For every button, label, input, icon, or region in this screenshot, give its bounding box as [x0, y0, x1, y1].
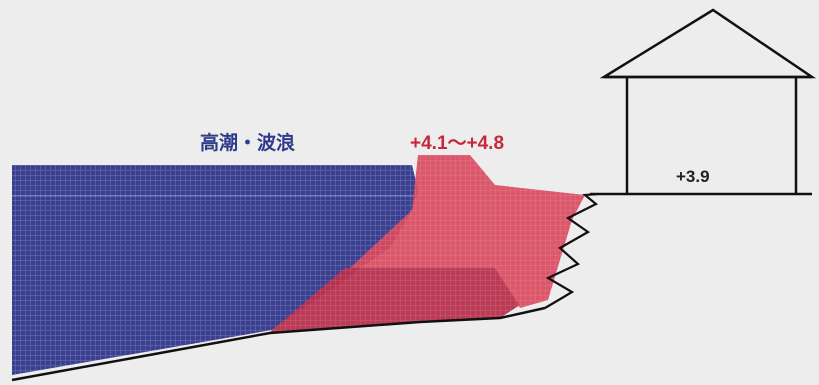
wave-runup-lower — [270, 268, 520, 332]
house-icon — [599, 8, 817, 194]
house-elevation-label: +3.9 — [676, 167, 710, 186]
sea-water — [12, 165, 418, 375]
wave-label: 高潮・波浪 — [200, 133, 296, 154]
seabed-line — [11, 306, 546, 382]
wave-height-label: +4.1～+4.8 — [410, 133, 505, 154]
wave-surge-upper — [350, 155, 585, 308]
seawall-steps — [544, 192, 599, 309]
